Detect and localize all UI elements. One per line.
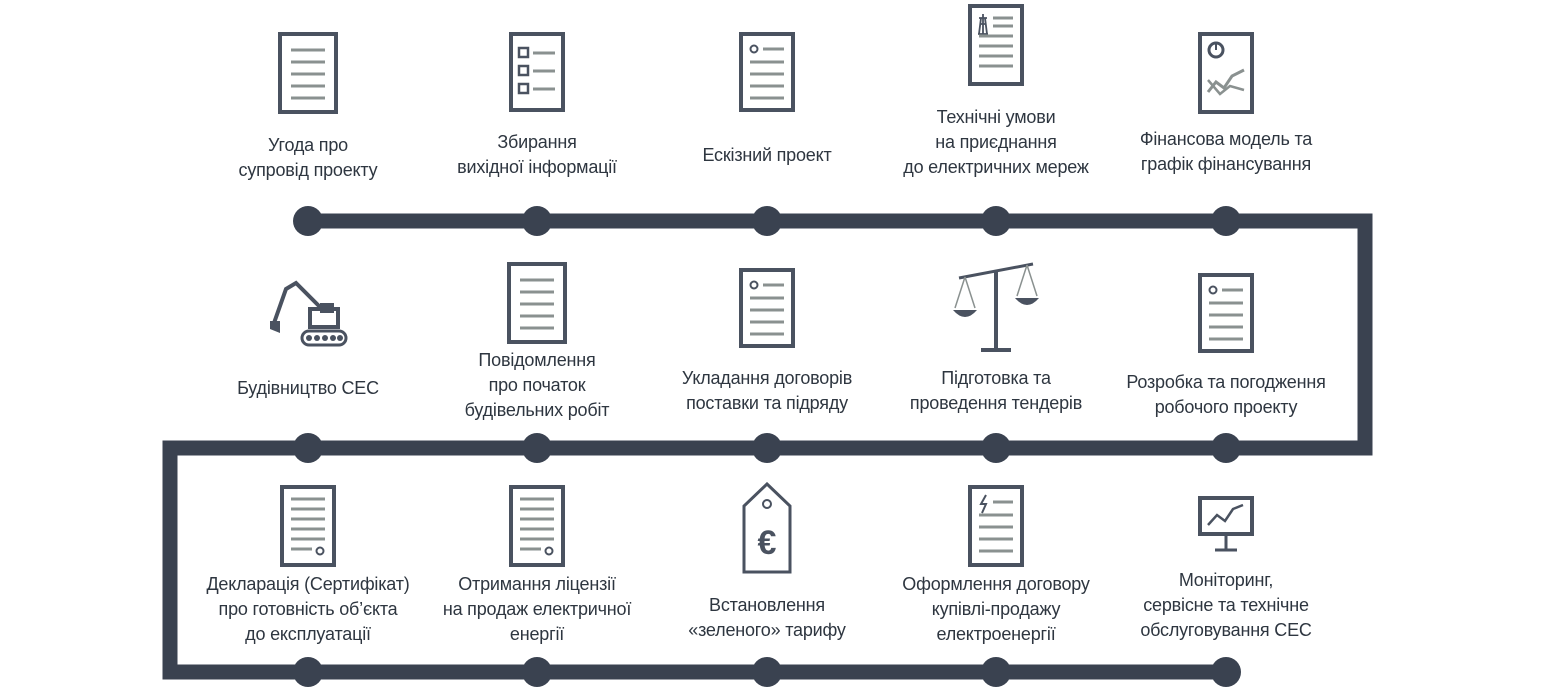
document-bullet-icon xyxy=(652,32,882,112)
step-label: Моніторинг, сервісне та технічне обслуго… xyxy=(1111,568,1341,643)
step-label-text: Розробка та погодження робочого проекту xyxy=(1126,372,1326,417)
timeline-node-1-4 xyxy=(1211,433,1241,463)
step-label-text: Технічні умови на приєднання до електрич… xyxy=(903,107,1089,177)
step-label-text: Угода про супровід проекту xyxy=(238,135,378,180)
step-label: Отримання ліцензії на продаж електричної… xyxy=(422,572,652,647)
document-lightning-icon xyxy=(881,485,1111,567)
document-pylon-icon xyxy=(881,4,1111,86)
timeline-node-2-4 xyxy=(1211,657,1241,687)
step-label: Повідомлення про початок будівельних роб… xyxy=(422,348,652,423)
checklist-icon xyxy=(422,32,652,112)
document-lines-icon xyxy=(422,262,652,344)
step-label: Ескізний проект xyxy=(652,143,882,168)
step-label-text: Встановлення «зеленого» тарифу xyxy=(688,595,846,640)
timeline-node-1-1 xyxy=(522,433,552,463)
step-label: Декларація (Сертифікат) про готовність о… xyxy=(193,572,423,647)
timeline-node-2-3 xyxy=(981,657,1011,687)
step-label-text: Отримання ліцензії на продаж електричної… xyxy=(442,574,632,644)
timeline-node-1-3 xyxy=(981,433,1011,463)
step-label: Технічні умови на приєднання до електрич… xyxy=(881,105,1111,180)
step-label: Укладання договорів поставки та підряду xyxy=(652,366,882,416)
step-label: Розробка та погодження робочого проекту xyxy=(1111,370,1341,420)
step-label: Фінансова модель та графік фінансування xyxy=(1111,127,1341,177)
step-label: Будівництво СЕС xyxy=(193,376,423,401)
step-label: Оформлення договору купівлі-продажу елек… xyxy=(881,572,1111,647)
step-label: Збирання вихідної інформації xyxy=(422,130,652,180)
step-label-text: Збирання вихідної інформації xyxy=(457,132,617,177)
document-bullet-icon xyxy=(652,268,882,348)
timeline-node-2-0 xyxy=(293,657,323,687)
document-bullet-icon xyxy=(1111,273,1341,353)
certificate-icon xyxy=(193,485,423,567)
timeline-node-2-2 xyxy=(752,657,782,687)
step-label-text: Будівництво СЕС xyxy=(237,378,379,398)
step-label-text: Фінансова модель та графік фінансування xyxy=(1139,129,1313,174)
document-chart-icon xyxy=(1111,32,1341,114)
monitor-chart-icon xyxy=(1111,495,1341,557)
timeline-node-2-1 xyxy=(522,657,552,687)
certificate-icon xyxy=(422,485,652,567)
timeline-node-0-4 xyxy=(1211,206,1241,236)
step-label: Встановлення «зеленого» тарифу xyxy=(652,593,882,643)
step-label-text: Моніторинг, сервісне та технічне обслуго… xyxy=(1140,570,1312,640)
timeline-node-0-2 xyxy=(752,206,782,236)
svg-text:€: € xyxy=(758,524,777,562)
step-label-text: Укладання договорів поставки та підряду xyxy=(681,368,853,413)
step-label-text: Декларація (Сертифікат) про готовність о… xyxy=(206,574,410,644)
timeline-node-1-0 xyxy=(293,433,323,463)
step-label-text: Підготовка та проведення тендерів xyxy=(909,368,1083,413)
step-label-text: Оформлення договору купівлі-продажу елек… xyxy=(902,574,1090,644)
step-label: Угода про супровід проекту xyxy=(193,133,423,183)
excavator-icon xyxy=(193,275,423,351)
timeline-node-0-1 xyxy=(522,206,552,236)
step-label-text: Ескізний проект xyxy=(702,145,832,165)
step-label-text: Повідомлення про початок будівельних роб… xyxy=(464,350,610,420)
document-lines-icon xyxy=(193,32,423,114)
timeline-node-1-2 xyxy=(752,433,782,463)
timeline-node-0-3 xyxy=(981,206,1011,236)
scales-icon xyxy=(881,258,1111,358)
euro-tag-icon: € xyxy=(652,482,882,576)
step-label: Підготовка та проведення тендерів xyxy=(881,366,1111,416)
timeline-node-0-0 xyxy=(293,206,323,236)
